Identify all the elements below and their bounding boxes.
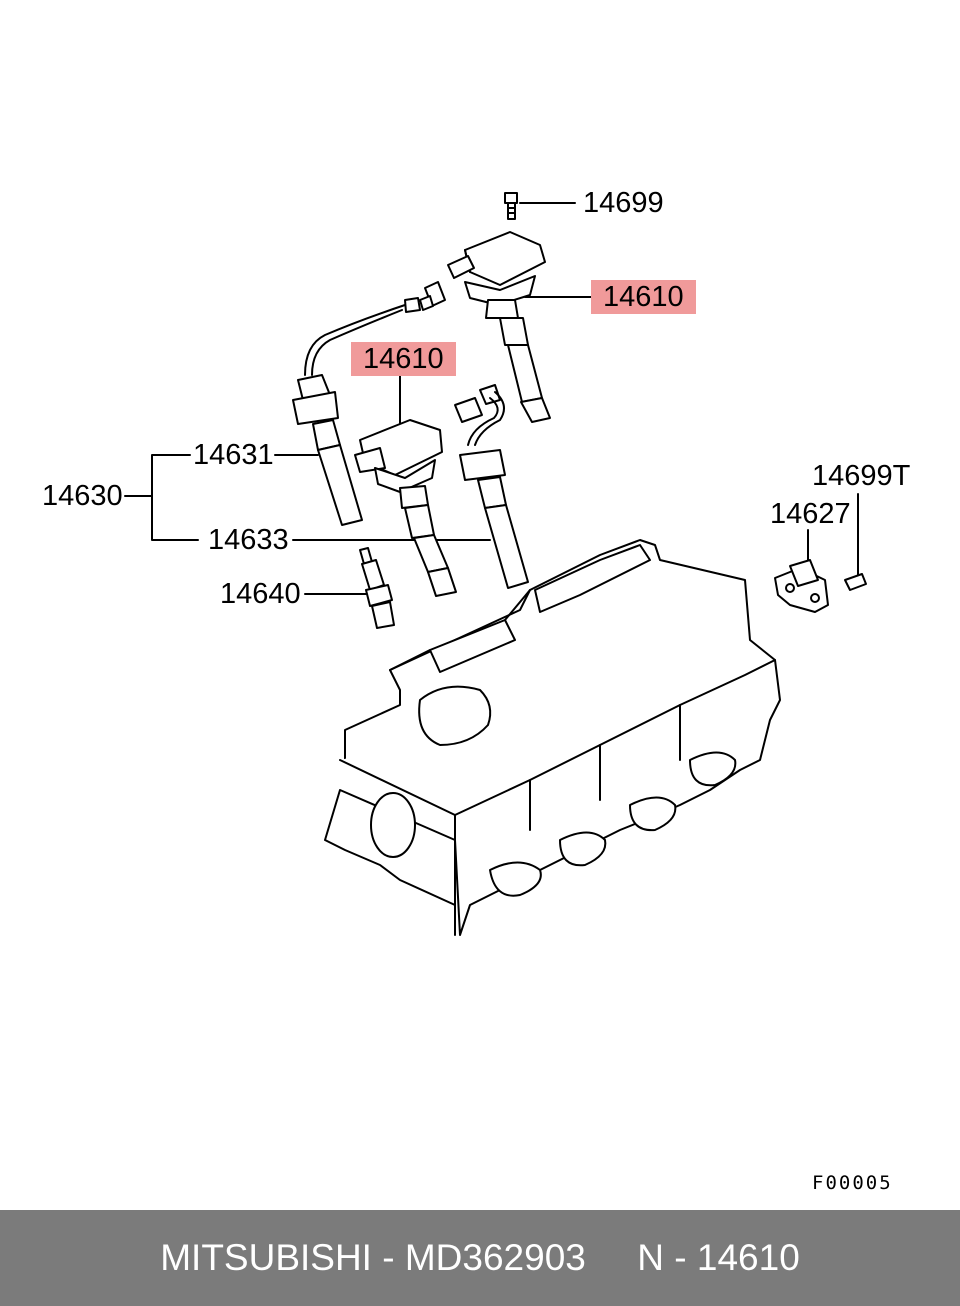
callout-sensor[interactable]: 14627 bbox=[770, 498, 851, 530]
callout-ignition-coil-upper[interactable]: 14610 bbox=[591, 280, 696, 314]
callout-spark-plug[interactable]: 14640 bbox=[220, 578, 301, 610]
footer-brand: MITSUBISHI bbox=[160, 1237, 372, 1278]
callout-ignition-coil-lower[interactable]: 14610 bbox=[351, 342, 456, 376]
callout-cable-short[interactable]: 14631 bbox=[193, 439, 274, 471]
sensor-drawing bbox=[774, 559, 867, 613]
cylinder-head-drawing bbox=[324, 539, 781, 936]
figure-code: F00005 bbox=[812, 1172, 893, 1194]
coil-upper-drawing bbox=[447, 231, 551, 423]
callout-sensor-bolt[interactable]: 14699T bbox=[812, 460, 911, 492]
callout-bolt[interactable]: 14699 bbox=[583, 187, 664, 219]
parts-diagram: 14699 14610 14610 14631 14630 14633 1464… bbox=[42, 187, 911, 1194]
footer-part-number: MD362903 bbox=[404, 1237, 586, 1278]
footer-ref-label: N - 14610 bbox=[637, 1237, 800, 1278]
spark-plug-drawing bbox=[359, 547, 395, 629]
footer-separator: - bbox=[371, 1237, 405, 1278]
bolt-drawing bbox=[504, 192, 518, 220]
leader-lines bbox=[124, 202, 859, 595]
coil-lower-drawing bbox=[354, 419, 457, 597]
callout-cable-long[interactable]: 14633 bbox=[208, 524, 289, 556]
footer-bar: MITSUBISHI - MD362903 N - 14610 bbox=[0, 1210, 960, 1306]
diagram-drawing bbox=[124, 192, 867, 936]
footer-gap bbox=[586, 1237, 637, 1279]
callout-cable-set[interactable]: 14630 bbox=[42, 480, 123, 512]
cable-long-drawing bbox=[454, 384, 529, 589]
cable-short-drawing bbox=[292, 281, 446, 526]
